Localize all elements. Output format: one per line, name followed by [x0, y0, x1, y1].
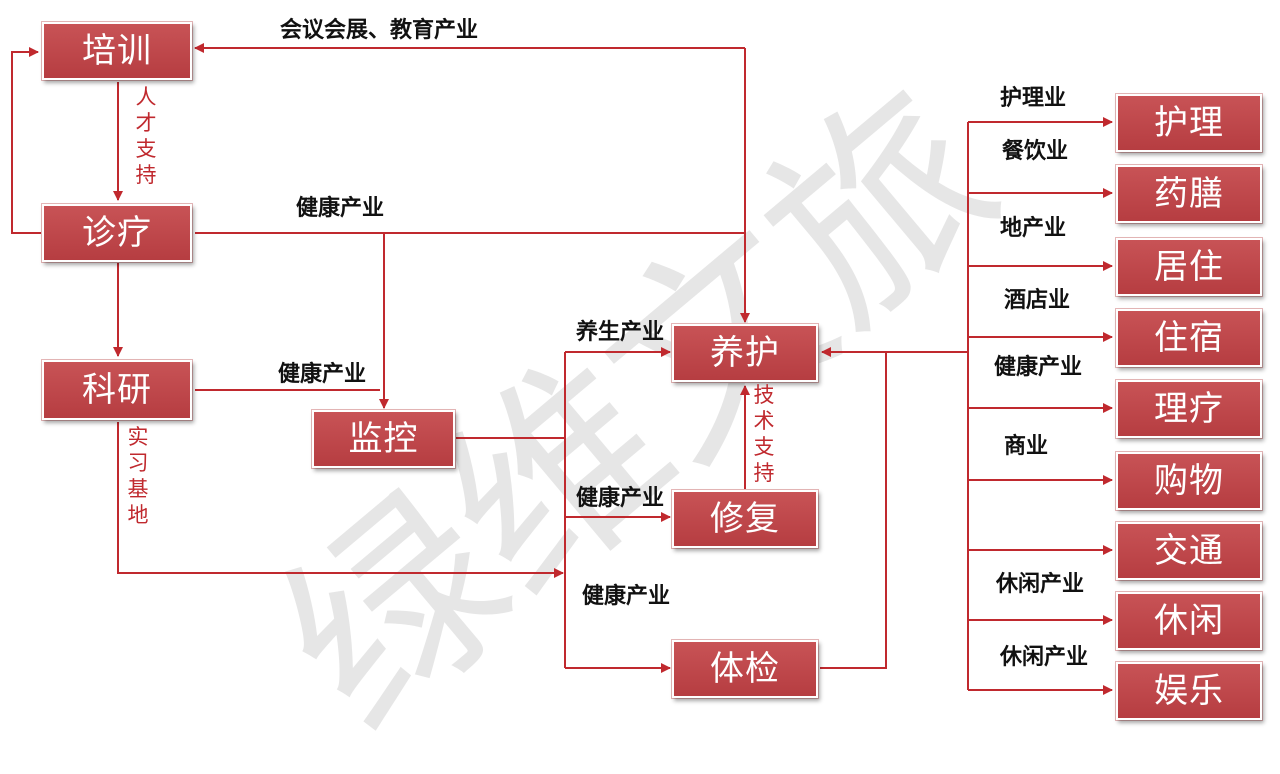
- diagram: 绿维文旅: [11, 18, 1262, 774]
- connector-lines: [11, 43, 1113, 695]
- node-jiaotong: 交通: [1116, 522, 1262, 580]
- node-zhenliao: 诊疗: [42, 204, 192, 262]
- node-xiufu: 修复: [672, 490, 818, 548]
- edge-keyan-down: [117, 422, 564, 578]
- node-jiankong: 监控: [312, 410, 455, 468]
- node-tijian: 体检: [672, 640, 818, 698]
- node-huli: 护理: [1116, 94, 1262, 152]
- label-health-4: 健康产业: [582, 584, 671, 609]
- node-yanghu: 养护: [672, 324, 818, 382]
- node-gouwu: 购物: [1116, 452, 1262, 510]
- label-xiuxian-1: 休闲产业: [996, 572, 1085, 597]
- label-jishu: 技术支持: [753, 383, 775, 485]
- edge-zhenliao-peixun: [11, 47, 42, 234]
- node-keyan: 科研: [42, 360, 192, 420]
- label-shixi: 实习基地: [127, 425, 149, 527]
- label-health-5: 健康产业: [994, 355, 1083, 380]
- label-top: 会议会展、教育产业: [280, 18, 479, 43]
- label-health-1: 健康产业: [296, 196, 385, 221]
- label-health-3: 健康产业: [576, 486, 665, 511]
- label-jiudian: 酒店业: [1004, 288, 1071, 313]
- node-xiuxian: 休闲: [1116, 592, 1262, 650]
- node-peixun: 培训: [42, 22, 192, 80]
- node-zhusu: 住宿: [1116, 309, 1262, 367]
- node-yule: 娱乐: [1116, 662, 1262, 720]
- label-canyin: 餐饮业: [1002, 139, 1069, 164]
- edge-tijian-yanghu: [820, 347, 887, 669]
- label-xiuxian-2: 休闲产业: [1000, 645, 1089, 670]
- label-rencai: 人才支持: [135, 85, 157, 187]
- node-yaoshan: 药膳: [1116, 165, 1262, 223]
- label-shangye: 商业: [1004, 434, 1049, 459]
- label-yangsheng: 养生产业: [576, 320, 665, 345]
- label-health-2: 健康产业: [278, 362, 367, 387]
- node-liliao: 理疗: [1116, 380, 1262, 438]
- node-juzhu: 居住: [1116, 238, 1262, 296]
- label-hulije: 护理业: [1000, 86, 1067, 111]
- label-dichan: 地产业: [1000, 216, 1067, 241]
